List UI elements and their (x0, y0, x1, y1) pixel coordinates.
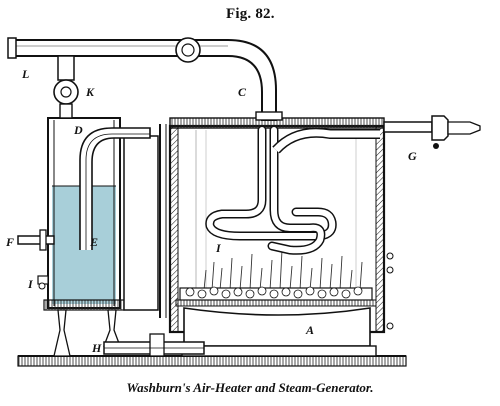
label-d: D (73, 123, 83, 137)
label-k: K (85, 85, 95, 99)
label-e: E (89, 235, 98, 249)
label-c: C (238, 85, 247, 99)
side-pipe (17, 229, 55, 251)
label-f: F (5, 235, 14, 249)
label-i-left: I (27, 277, 34, 291)
ash-pan (181, 307, 377, 357)
figure-title: Fig. 82. (226, 6, 275, 22)
heating-coil (205, 125, 380, 255)
grate (175, 286, 377, 307)
label-l: L (21, 67, 29, 81)
label-g: G (408, 149, 417, 163)
apparatus-drawing: L K C D G F E I I H A (5, 37, 481, 367)
gauge-cock (37, 275, 49, 290)
partition (123, 124, 167, 318)
label-a: A (305, 323, 314, 337)
steam-pipe-d (79, 127, 151, 250)
label-i-inner: I (215, 241, 222, 255)
top-elbow-pipe (7, 37, 283, 121)
valve-k (53, 55, 79, 119)
outlet-pipe (383, 115, 481, 149)
fire-flames (203, 249, 363, 291)
base-plate (17, 355, 407, 367)
figure-caption: Washburn's Air-Heater and Steam-Generato… (126, 380, 374, 395)
bottom-pipe-h (103, 333, 205, 357)
label-h: H (91, 341, 102, 355)
